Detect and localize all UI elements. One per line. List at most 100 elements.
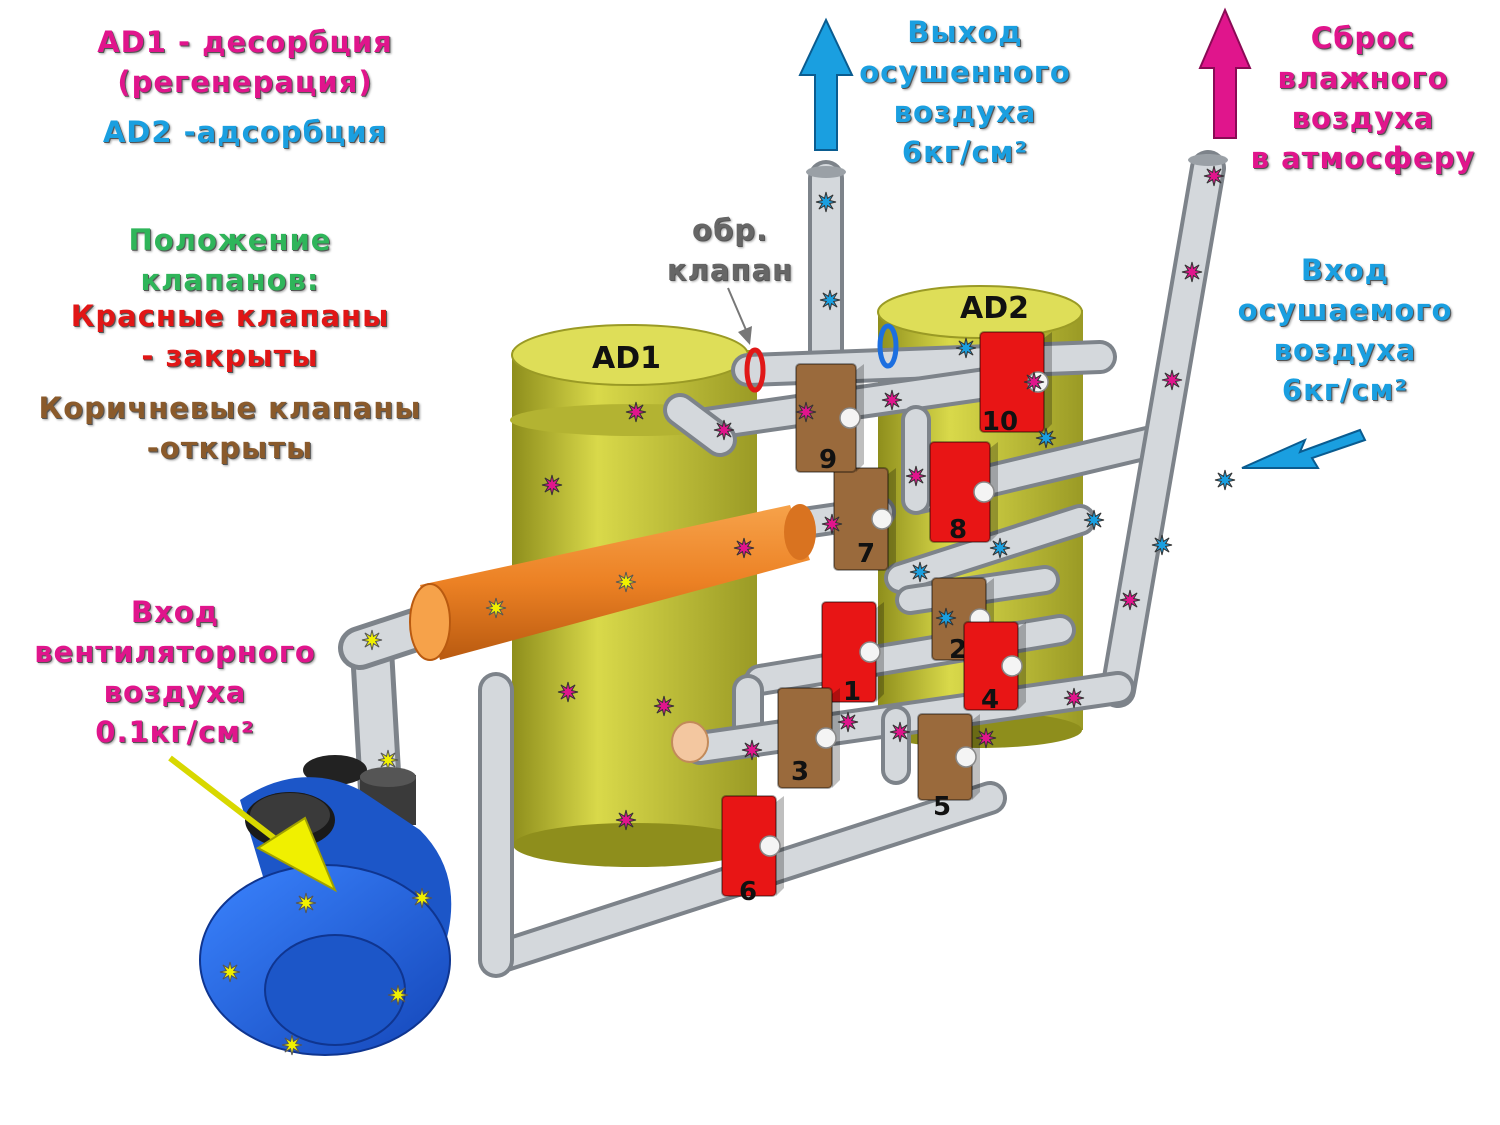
- discharge-label: Сброс влажного воздуха в атмосферу: [1238, 18, 1488, 178]
- valve-10: 10: [979, 331, 1052, 437]
- discharge-line4: в атмосферу: [1250, 141, 1476, 175]
- flow-star-icon: [1151, 534, 1173, 556]
- blower-fan: [199, 755, 452, 1056]
- flow-star-icon: [935, 607, 957, 629]
- flow-star-icon: [615, 809, 637, 831]
- valve-knob-8: [973, 481, 995, 503]
- flow-star-icon: [1214, 469, 1236, 491]
- outlet-line2: осушенного: [859, 55, 1071, 89]
- check-valve-line1: обр.: [692, 213, 768, 247]
- legend-ad1-text: AD1 - десорбция: [97, 25, 393, 59]
- inlet-wet-line1: Вход: [1300, 253, 1390, 287]
- flow-markers: [219, 165, 1236, 1056]
- inlet-fan-air-label: Вход вентиляторного воздуха 0.1кг/см²: [20, 592, 330, 752]
- valve-number-7: 7: [857, 539, 875, 569]
- flow-star-icon: [281, 1034, 303, 1056]
- flow-star-icon: [1083, 509, 1105, 531]
- discharge-line3: воздуха: [1291, 101, 1435, 135]
- legend-red-line1: Красные клапаны: [70, 299, 390, 333]
- flow-star-icon: [615, 571, 637, 593]
- valve-number-8: 8: [949, 515, 967, 545]
- flow-star-icon: [1023, 371, 1045, 393]
- outlet-line4: 6кг/см²: [901, 135, 1029, 169]
- valve-knob-6: [759, 835, 781, 857]
- valve-4: 4: [963, 621, 1026, 715]
- flow-star-icon: [909, 561, 931, 583]
- valve-knob-1: [859, 641, 881, 663]
- inlet-wet-air-label: Вход осушаемого воздуха 6кг/см²: [1225, 250, 1465, 410]
- flow-star-icon: [837, 711, 859, 733]
- valve-6: 6: [721, 795, 784, 907]
- tank-ad1-label: AD1: [592, 341, 661, 376]
- flow-star-icon: [989, 537, 1011, 559]
- check-valve-label: обр. клапан: [640, 210, 820, 290]
- valve-number-10: 10: [982, 407, 1018, 437]
- inlet-wet-line3: воздуха: [1273, 333, 1417, 367]
- inlet-wet-line4: 6кг/см²: [1281, 373, 1409, 407]
- valve-9: 9: [795, 363, 864, 475]
- inlet-fan-line4: 0.1кг/см²: [95, 715, 255, 749]
- valve-knob-9: [839, 407, 861, 429]
- valve-1: 1: [821, 601, 884, 707]
- flow-star-icon: [625, 401, 647, 423]
- flow-star-icon: [411, 887, 433, 909]
- valve-8: 8: [929, 441, 998, 545]
- inlet-wet-line2: осушаемого: [1237, 293, 1453, 327]
- arrow-wet-in: [1241, 428, 1367, 469]
- flow-star-icon: [975, 727, 997, 749]
- flow-star-icon: [1181, 261, 1203, 283]
- outlet-line3: воздуха: [893, 95, 1037, 129]
- valve-3: 3: [777, 687, 840, 789]
- valve-knob-3: [815, 727, 837, 749]
- flow-star-icon: [733, 537, 755, 559]
- flow-star-icon: [387, 984, 409, 1006]
- legend-ad1: AD1 - десорбция (регенерация): [60, 22, 430, 102]
- valve-knob-5: [955, 746, 977, 768]
- flow-star-icon: [1203, 165, 1225, 187]
- flow-star-icon: [295, 892, 317, 914]
- flow-star-icon: [653, 695, 675, 717]
- flow-star-icon: [219, 961, 241, 983]
- legend-valve-position-title: Положение клапанов:: [60, 220, 400, 300]
- valve-number-3: 3: [791, 757, 809, 787]
- valve-number-2: 2: [949, 635, 967, 665]
- inlet-fan-line3: воздуха: [103, 675, 247, 709]
- flow-star-icon: [881, 389, 903, 411]
- legend-ad2-text: AD2 -адсорбция: [102, 115, 388, 149]
- valve-7: 7: [833, 467, 896, 571]
- legend-ad2: AD2 -адсорбция: [60, 112, 430, 152]
- flow-star-icon: [1035, 427, 1057, 449]
- flow-star-icon: [1161, 369, 1183, 391]
- legend-brown-line2: -открыты: [146, 431, 314, 465]
- legend-red-valves: Красные клапаны - закрыты: [40, 296, 420, 376]
- legend-brown-line1: Коричневые клапаны: [38, 391, 422, 425]
- legend-ad1-sub: (регенерация): [117, 65, 373, 99]
- inlet-fan-line2: вентиляторного: [34, 635, 316, 669]
- arrow-check-valve: [727, 287, 752, 345]
- flow-star-icon: [819, 289, 841, 311]
- legend-red-line2: - закрыты: [141, 339, 319, 373]
- flow-star-icon: [377, 749, 399, 771]
- check-valve-line2: клапан: [666, 253, 794, 287]
- flow-star-icon: [541, 474, 563, 496]
- valve-number-6: 6: [739, 877, 757, 907]
- valve-knob-4: [1001, 655, 1023, 677]
- flow-star-icon: [361, 629, 383, 651]
- tank-ad2-label: AD2: [960, 291, 1029, 326]
- heater: [409, 504, 816, 661]
- flow-star-icon: [905, 465, 927, 487]
- valve-number-1: 1: [843, 677, 861, 707]
- flow-star-icon: [557, 681, 579, 703]
- flow-star-icon: [1063, 687, 1085, 709]
- flow-star-icon: [1119, 589, 1141, 611]
- flow-star-icon: [821, 513, 843, 535]
- legend-pos-line2: клапанов:: [140, 263, 320, 297]
- valve-number-4: 4: [981, 685, 999, 715]
- legend-pos-line1: Положение: [128, 223, 332, 257]
- pipe-end-cap: [671, 721, 709, 763]
- arrow-fan-in: [168, 755, 338, 893]
- valve-number-9: 9: [819, 445, 837, 475]
- arrow-dry-out: [798, 17, 854, 151]
